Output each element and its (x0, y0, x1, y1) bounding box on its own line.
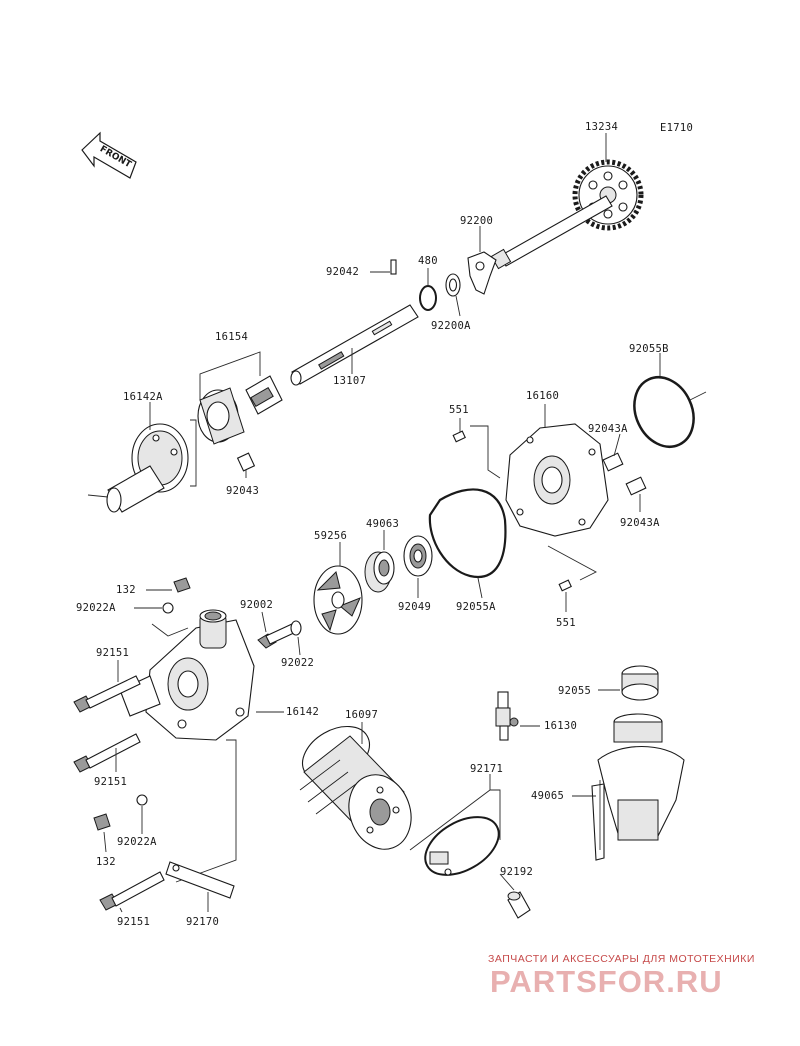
label-132-top: 132 (116, 584, 136, 596)
washer-92200A (445, 273, 461, 317)
impeller-59256 (313, 542, 363, 635)
label-92200A: 92200A (431, 320, 471, 332)
label-16142: 16142 (286, 706, 319, 718)
bearing-92049 (403, 535, 433, 598)
label-92055B: 92055B (629, 343, 669, 355)
label-16154: 16154 (215, 331, 248, 343)
bracket-92170 (165, 861, 235, 912)
label-92151-a: 92151 (96, 647, 129, 659)
label-551-bottom: 551 (556, 617, 576, 629)
bolt-92151-a (73, 660, 141, 713)
label-16160: 16160 (526, 390, 559, 402)
shaft-13107 (290, 304, 419, 386)
label-92151-c: 92151 (117, 916, 150, 928)
label-92200: 92200 (460, 215, 493, 227)
label-92192: 92192 (500, 866, 533, 878)
label-92022A-top: 92022A (76, 602, 116, 614)
label-92043: 92043 (226, 485, 259, 497)
gear-13234 (490, 133, 644, 270)
front-arrow-icon: FRONT (81, 131, 137, 179)
label-92002: 92002 (240, 599, 273, 611)
housing-16142A (87, 402, 197, 513)
cap-92055 (598, 665, 659, 701)
label-16130: 16130 (544, 720, 577, 732)
bolt-132-top (146, 577, 191, 593)
dowel-92043 (236, 452, 256, 478)
watermark-logo: PARTSFOR.RU (490, 964, 723, 999)
watermark-tagline: ЗАПЧАСТИ И АКСЕССУАРЫ ДЛЯ МОТОТЕХНИКИ (488, 953, 755, 965)
bolt-92151-b (73, 733, 141, 773)
label-13234: 13234 (585, 121, 618, 133)
label-92022A-bottom: 92022A (117, 836, 157, 848)
gasket-92055A (428, 488, 507, 599)
washer-92022A-top (134, 602, 174, 614)
pump-body-49065 (572, 713, 685, 861)
washer-92022A-bottom (136, 794, 148, 834)
label-92043A-bottom: 92043A (620, 517, 660, 529)
label-92043A-top: 92043A (588, 423, 628, 435)
cover-16160 (505, 404, 609, 537)
bolt-132-bottom (93, 813, 111, 853)
pin-92042 (370, 259, 397, 275)
circlip-480 (419, 268, 437, 311)
label-551-top: 551 (449, 404, 469, 416)
pin-551-top (452, 418, 501, 479)
label-92049: 92049 (398, 601, 431, 613)
label-480: 480 (418, 255, 438, 267)
label-92022: 92022 (281, 657, 314, 669)
label-92170: 92170 (186, 916, 219, 928)
plate-92200 (467, 226, 497, 295)
seal-49063 (364, 530, 395, 593)
label-59256: 59256 (314, 530, 347, 542)
dowel-92043A-bottom (625, 476, 647, 512)
sleeve-92192 (499, 873, 531, 919)
label-49063: 49063 (366, 518, 399, 530)
oring-92055B (633, 353, 707, 448)
label-132-bottom: 132 (96, 856, 116, 868)
label-49065: 49065 (531, 790, 564, 802)
washer-92022 (290, 620, 302, 656)
label-92042: 92042 (326, 266, 359, 278)
label-13107: 13107 (333, 375, 366, 387)
pin-551-bottom (547, 545, 597, 612)
label-92055A: 92055A (456, 601, 496, 613)
fitting-16130 (495, 691, 540, 741)
label-16142A: 16142A (123, 391, 163, 403)
dowel-92043A-top (602, 433, 624, 472)
diagram-code: E1710 (660, 122, 693, 134)
label-16097: 16097 (345, 709, 378, 721)
label-92171: 92171 (470, 763, 503, 775)
bolt-92002 (257, 611, 297, 649)
clamp-92171 (409, 774, 501, 876)
rotor-16154 (197, 351, 283, 445)
bolt-92151-c (99, 871, 165, 913)
oil-filter-16097 (299, 722, 412, 850)
label-92151-b: 92151 (94, 776, 127, 788)
label-92055: 92055 (558, 685, 591, 697)
